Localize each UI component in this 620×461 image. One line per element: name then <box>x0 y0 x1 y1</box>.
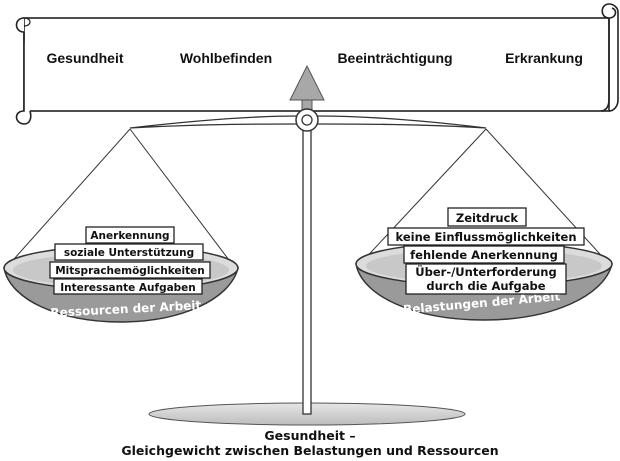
left-item-interessante-aufgaben: Interessante Aufgaben <box>60 282 196 294</box>
scale-beam <box>129 108 487 132</box>
right-item-box-3 <box>405 263 567 295</box>
left-item-soziale-unterstuetzung: soziale Unterstützung <box>64 247 194 259</box>
right-item-box-0 <box>447 207 527 227</box>
left-item-box-2 <box>49 261 211 279</box>
right-item-fehlende-anerkennung: fehlende Anerkennung <box>410 248 558 262</box>
caption-line-1: Gesundheit – <box>264 428 355 443</box>
right-item-keine-einflussmoeglichkeiten: keine Einflussmöglichkeiten <box>395 230 576 244</box>
scale-label-beeintraechtigung: Beeinträchtigung <box>337 50 452 66</box>
scroll-banner: Gesundheit Wohlbefinden Beeinträchtigung… <box>15 3 619 125</box>
right-pan-items: Über-/Unterforderung durch die Aufgabe f… <box>387 207 585 295</box>
left-item-box-0 <box>85 226 175 244</box>
right-pan-strings <box>359 128 610 265</box>
left-pan-items: Interessante Aufgaben Mitsprachemöglichk… <box>49 226 211 295</box>
right-item-ueber-unterforderung: Über-/Unterforderung <box>415 264 556 279</box>
right-item-durch-die-aufgabe: durch die Aufgabe <box>426 279 545 293</box>
scale-label-wohlbefinden: Wohlbefinden <box>180 50 272 66</box>
left-pan-strings <box>5 128 236 269</box>
scale-pole <box>302 127 312 415</box>
scale-label-erkrankung: Erkrankung <box>505 50 583 66</box>
right-item-zeitdruck: Zeitdruck <box>456 211 518 225</box>
caption: Gesundheit – Gleichgewicht zwischen Bela… <box>121 428 498 458</box>
left-item-mitsprachemoeglichkeiten: Mitsprachemöglichkeiten <box>55 265 205 277</box>
right-item-box-2 <box>403 245 565 264</box>
scale-label-gesundheit: Gesundheit <box>46 50 123 66</box>
left-item-box-3 <box>53 278 203 295</box>
left-item-anerkennung: Anerkennung <box>90 230 169 242</box>
caption-line-2: Gleichgewicht zwischen Belastungen und R… <box>121 443 498 458</box>
left-item-box-1 <box>54 243 204 261</box>
right-item-box-1 <box>387 227 585 246</box>
